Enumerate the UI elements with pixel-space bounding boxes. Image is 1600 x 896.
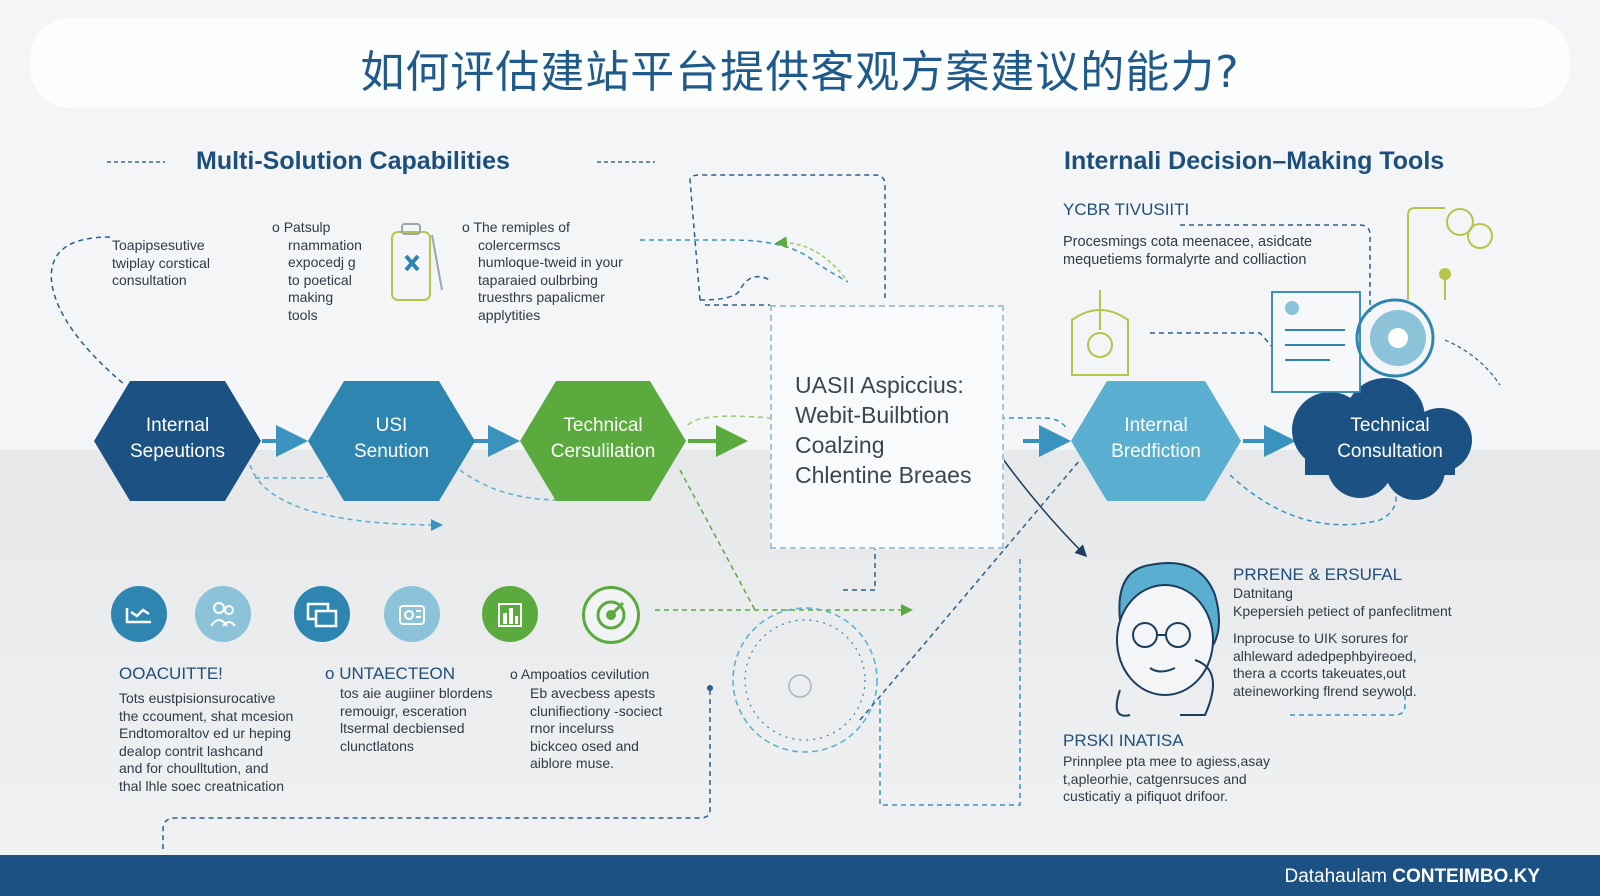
tree-cloud-icon <box>1407 207 1493 300</box>
col-line: rnor incelurss <box>530 720 615 736</box>
pr-title: PRSKI INATISA <box>1063 731 1184 750</box>
persona-line: Inprocuse to UIK sorures for <box>1233 630 1409 646</box>
screens-icon <box>294 586 350 642</box>
persona-line: Datnitang <box>1233 585 1293 601</box>
note-line: colercermscs <box>478 236 561 253</box>
note-consultation: Toapipsesutive twiplay corstical consult… <box>112 237 210 290</box>
node-usi-senution <box>308 381 475 501</box>
note-line: making <box>288 289 334 305</box>
col-line: thal lhle soec creatnication <box>119 777 284 794</box>
note-line: expocedj g <box>288 254 356 270</box>
target-icon <box>582 586 640 644</box>
col2-title: o UNTAECTEON <box>325 664 456 683</box>
note-line: rnammation <box>288 236 362 253</box>
node-internal-bredfiction <box>1071 381 1241 501</box>
col-line: clunctlatons <box>340 737 414 754</box>
col-line: and for choulltution, and <box>119 760 269 776</box>
col3-text: Eb avecbess apests clunifiectiony -socie… <box>530 685 662 773</box>
multi-solution-heading: Multi-Solution Capabilities <box>196 147 510 175</box>
center-line: Chlentine Breaes <box>795 462 972 488</box>
lightbulb-icon <box>1071 290 1129 376</box>
node-technical-consultation-cloud <box>1292 378 1472 500</box>
clipboard-icon <box>391 223 443 301</box>
note-line: tools <box>288 306 318 323</box>
col-line: remouigr, esceration <box>340 702 467 719</box>
col-line: ltsermal decbiensed <box>340 720 465 736</box>
persona-line: Kpepersieh petiect of panfeclitment <box>1233 602 1452 619</box>
note-line: to poetical <box>288 271 352 288</box>
chart-icon <box>111 586 167 642</box>
center-dashed-box <box>770 305 1004 549</box>
col-line: Eb avecbess apests <box>530 685 656 701</box>
decision-tools-heading: Internali Decision–Making Tools <box>1064 147 1445 175</box>
page-title: 如何评估建站平台提供客观方案建议的能力? <box>360 47 1240 98</box>
note-line: o The remiples of <box>462 219 570 235</box>
footer-brand: Datahaulam CONTEIMBO.KY <box>1284 866 1540 887</box>
desc-line: Procesmings cota meenacee, asidcate <box>1063 234 1313 250</box>
persona-title: PRRENE & ERSUFAL <box>1233 565 1403 584</box>
note-line: Toapipsesutive <box>112 237 205 253</box>
note-principles: o The remiples of colercermscs humloque-… <box>462 219 623 324</box>
col2-text: tos aie augiiner blordens remouigr, esce… <box>340 685 493 755</box>
col-line: bickceo osed and <box>530 737 639 754</box>
col-line: the ccoument, shat mcesion <box>119 707 294 724</box>
right-description: Procesmings cota meenacee, asidcate mequ… <box>1063 234 1312 269</box>
settings-disc-icon <box>1355 298 1435 378</box>
persona-line: thera a ccorts takeuates,out <box>1233 665 1406 681</box>
pr-line: t,apleorhie, catgenrsuces and <box>1063 770 1247 787</box>
note-line: humloque-tweid in your <box>478 254 623 270</box>
right-subheading: YCBR TIVUSIITI <box>1063 200 1190 219</box>
center-line: Webit-Builbtion <box>795 402 950 428</box>
pr-line: custicatiy a pifiquot drifoor. <box>1063 788 1228 804</box>
col-line: Tots eustpisionsurocative <box>119 690 276 706</box>
team-icon <box>195 586 251 642</box>
bar-chart-icon <box>482 586 538 642</box>
col-line: clunifiectiony -sociect <box>530 702 663 719</box>
person-thinking-illustration <box>1115 562 1220 717</box>
note-making-tools: o Patsulp rnammation expocedj g to poeti… <box>272 219 362 324</box>
note-line: truesthrs papalicmer <box>478 289 605 305</box>
title-band <box>30 18 1570 108</box>
col3-title: o Ampoatios cevilution <box>510 666 650 682</box>
col1-title: OOACUITTE! <box>119 664 223 683</box>
pr-line: Prinnplee pta mee to agiess,asay <box>1063 753 1271 769</box>
footer-bar: Datahaulam CONTEIMBO.KY <box>0 855 1600 896</box>
document-stack-icon <box>1271 291 1361 393</box>
persona-line: alhleward adedpephbyireoed, <box>1233 647 1417 664</box>
persona-subtitle: Datnitang Kpepersieh petiect of panfecli… <box>1233 585 1452 620</box>
center-line: Coalzing <box>795 432 885 458</box>
note-line: applytities <box>478 306 541 323</box>
persona-line: ateineworking flrend seywold. <box>1233 682 1417 699</box>
center-text: UASII Aspiccius: Webit-Builbtion Coalzin… <box>795 370 971 490</box>
gear-icon <box>788 674 812 698</box>
note-line: o Patsulp <box>272 219 331 235</box>
col-line: tos aie augiiner blordens <box>340 685 493 701</box>
node-internal-sepeutions <box>94 381 261 501</box>
document-icon <box>384 586 440 642</box>
desc-line: mequetiems formalyrte and colliaction <box>1063 251 1307 268</box>
col-line: Endtomoraltov ed ur heping <box>119 725 291 741</box>
col-line: dealop contrit lashcand <box>119 742 263 759</box>
center-line: UASII Aspiccius: <box>795 372 964 398</box>
note-line: twiplay corstical <box>112 254 211 271</box>
col-line: aiblore muse. <box>530 755 615 771</box>
col1-text: Tots eustpisionsurocative the ccoument, … <box>119 690 293 795</box>
pr-text: Prinnplee pta mee to agiess,asay t,apleo… <box>1063 753 1270 806</box>
note-line: consultation <box>112 272 187 288</box>
node-technical-cersulilation <box>520 381 686 501</box>
note-line: taparaied oulbrbing <box>478 271 598 288</box>
persona-text: Inprocuse to UIK sorures for alhleward a… <box>1233 630 1417 700</box>
